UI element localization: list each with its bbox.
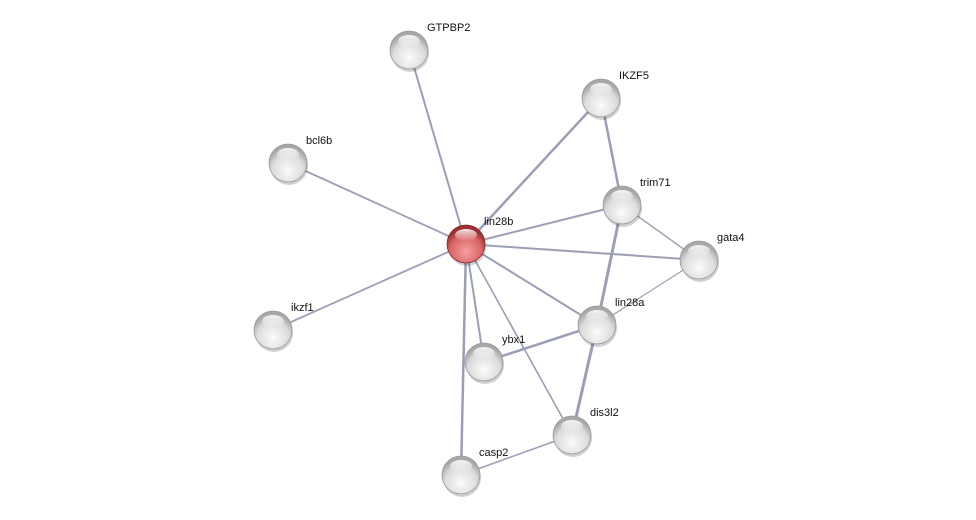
node-label: ikzf1 — [291, 302, 314, 314]
node-label: lin28b — [484, 216, 513, 228]
edge-lin28b-lin28a[interactable] — [465, 243, 598, 326]
node-IKZF5[interactable]: IKZF5 — [581, 70, 649, 120]
node-label: IKZF5 — [619, 70, 649, 82]
sphere-highlight — [450, 460, 472, 472]
sphere-highlight — [688, 245, 710, 257]
edge-lin28b-bcl6b[interactable] — [287, 162, 467, 245]
node-ybx1[interactable]: ybx1 — [464, 334, 525, 384]
node-casp2[interactable]: casp2 — [441, 447, 508, 497]
edge-trim71-lin28a[interactable] — [595, 204, 624, 326]
edge-lin28b-dis3l2[interactable] — [465, 243, 573, 436]
edge-lin28b-casp2[interactable] — [459, 243, 468, 476]
node-bcl6b[interactable]: bcl6b — [268, 135, 332, 185]
node-label: trim71 — [640, 177, 671, 189]
edge-lin28b-IKZF5[interactable] — [465, 97, 602, 245]
edge-lin28a-ybx1[interactable] — [483, 323, 598, 364]
edge-lin28b-trim71[interactable] — [465, 204, 623, 245]
sphere-highlight — [590, 83, 612, 95]
node-label: dis3l2 — [590, 407, 619, 419]
sphere-highlight — [277, 148, 299, 160]
edge-lin28b-ikzf1[interactable] — [272, 243, 467, 331]
edge-lin28b-GTPBP2[interactable] — [408, 49, 467, 245]
sphere-highlight — [473, 347, 495, 359]
edge-gata4-lin28a[interactable] — [596, 259, 700, 326]
sphere-highlight — [398, 35, 420, 47]
sphere-highlight — [455, 229, 477, 241]
node-lin28b[interactable]: lin28b — [446, 216, 513, 266]
node-gata4[interactable]: gata4 — [679, 232, 745, 282]
node-label: lin28a — [615, 297, 645, 309]
node-GTPBP2[interactable]: GTPBP2 — [389, 22, 470, 72]
node-label: bcl6b — [306, 135, 332, 147]
node-lin28a[interactable]: lin28a — [577, 297, 645, 347]
node-ikzf1[interactable]: ikzf1 — [253, 302, 314, 352]
sphere-highlight — [586, 310, 608, 322]
sphere-highlight — [262, 315, 284, 327]
node-trim71[interactable]: trim71 — [602, 177, 671, 227]
edge-lin28b-gata4[interactable] — [465, 243, 700, 261]
node-dis3l2[interactable]: dis3l2 — [552, 407, 619, 457]
node-label: casp2 — [479, 447, 508, 459]
sphere-highlight — [611, 190, 633, 202]
edge-dis3l2-casp2[interactable] — [460, 434, 573, 476]
sphere-highlight — [561, 420, 583, 432]
node-label: ybx1 — [502, 334, 525, 346]
edge-lin28b-ybx1[interactable] — [465, 243, 485, 363]
node-label: GTPBP2 — [427, 22, 470, 34]
node-label: gata4 — [717, 232, 745, 244]
